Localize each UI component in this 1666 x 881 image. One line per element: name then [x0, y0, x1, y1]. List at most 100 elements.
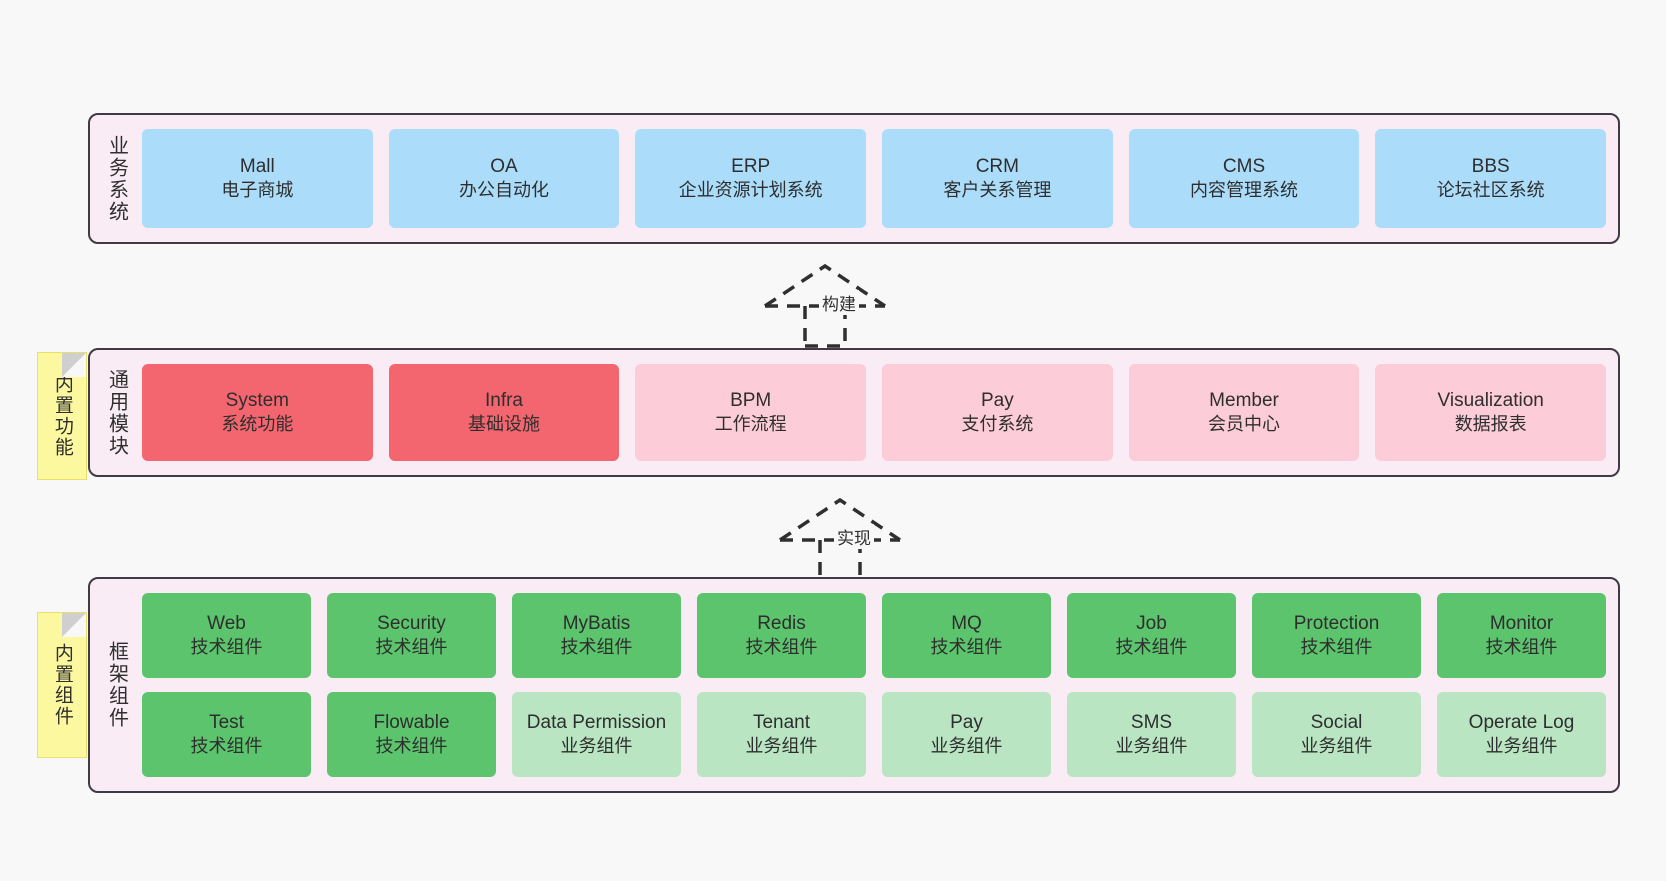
card-title: CRM — [975, 155, 1019, 177]
card-security[interactable]: Security 技术组件 — [327, 593, 496, 678]
layer-cards-common-modules: System 系统功能 Infra 基础设施 BPM 工作流程 Pay 支付系统… — [142, 350, 1618, 475]
layer-label-common-modules: 通用模块 — [105, 368, 128, 457]
card-crm[interactable]: CRM 客户关系管理 — [882, 129, 1113, 228]
card-title: Data Permission — [526, 711, 667, 733]
card-subtitle: 技术组件 — [1485, 637, 1558, 658]
card-protection[interactable]: Protection 技术组件 — [1252, 593, 1421, 678]
card-title: MQ — [951, 612, 982, 634]
card-row: System 系统功能 Infra 基础设施 BPM 工作流程 Pay 支付系统… — [142, 364, 1607, 461]
card-subtitle: 基础设施 — [468, 414, 540, 435]
card-title: Mall — [239, 155, 275, 177]
card-subtitle: 技术组件 — [190, 736, 263, 757]
layer-cards-business-systems: Mall 电子商城 OA 办公自动化 ERP 企业资源计划系统 CRM 客户关系… — [142, 115, 1618, 242]
card-tenant[interactable]: Tenant 业务组件 — [697, 692, 866, 777]
connector-build: 构建 — [757, 258, 907, 348]
arrowhead-triangle — [779, 497, 901, 542]
connector-implement: 实现 — [772, 492, 922, 582]
card-mybatis[interactable]: MyBatis 技术组件 — [512, 593, 681, 678]
card-subtitle: 内容管理系统 — [1190, 180, 1299, 201]
card-bpm[interactable]: BPM 工作流程 — [635, 364, 867, 461]
card-pay-business[interactable]: Pay 业务组件 — [882, 692, 1051, 777]
card-title: Tenant — [752, 711, 811, 733]
card-title: Visualization — [1437, 389, 1544, 411]
card-title: Monitor — [1489, 612, 1554, 634]
card-flowable[interactable]: Flowable 技术组件 — [327, 692, 496, 777]
card-title: SMS — [1130, 711, 1173, 733]
card-title: Job — [1136, 612, 1167, 634]
card-title: Flowable — [373, 711, 450, 733]
card-title: CMS — [1222, 155, 1266, 177]
card-system[interactable]: System 系统功能 — [142, 364, 373, 461]
card-subtitle: 论坛社区系统 — [1436, 180, 1545, 201]
sticky-note-builtin-features: 内置功能 — [37, 352, 87, 480]
card-title: ERP — [731, 155, 771, 177]
card-bbs[interactable]: BBS 论坛社区系统 — [1375, 129, 1607, 228]
card-title: MyBatis — [562, 612, 631, 634]
card-mq[interactable]: MQ 技术组件 — [882, 593, 1051, 678]
card-oa[interactable]: OA 办公自动化 — [388, 129, 620, 228]
layer-common-modules: 通用模块 System 系统功能 Infra 基础设施 BPM 工作流程 Pay… — [88, 348, 1620, 477]
layer-framework-components: 框架组件 Web 技术组件 Security 技术组件 MyBatis 技术组件… — [88, 577, 1620, 793]
card-cms[interactable]: CMS 内容管理系统 — [1128, 129, 1360, 228]
card-pay[interactable]: Pay 支付系统 — [882, 364, 1113, 461]
card-subtitle: 支付系统 — [961, 414, 1034, 435]
card-visualization[interactable]: Visualization 数据报表 — [1375, 364, 1607, 461]
sticky-note-builtin-components: 内置组件 — [37, 612, 87, 758]
card-test[interactable]: Test 技术组件 — [142, 692, 311, 777]
card-subtitle: 技术组件 — [560, 637, 633, 658]
card-social[interactable]: Social 业务组件 — [1252, 692, 1421, 777]
card-redis[interactable]: Redis 技术组件 — [697, 593, 866, 678]
card-mall[interactable]: Mall 电子商城 — [142, 129, 373, 228]
layer-business-systems: 业务系统 Mall 电子商城 OA 办公自动化 ERP 企业资源计划系统 CRM… — [88, 113, 1620, 244]
card-title: Pay — [980, 389, 1014, 411]
card-title: BPM — [730, 389, 772, 411]
connector-label-build: 构建 — [819, 290, 859, 315]
card-title: OA — [490, 155, 518, 177]
card-subtitle: 业务组件 — [560, 736, 633, 757]
card-title: Infra — [484, 389, 524, 411]
card-subtitle: 技术组件 — [930, 637, 1003, 658]
card-subtitle: 技术组件 — [1300, 637, 1373, 658]
card-row: Test 技术组件 Flowable 技术组件 Data Permission … — [142, 692, 1606, 777]
card-title: Redis — [757, 612, 806, 634]
card-title: Pay — [950, 711, 983, 733]
card-infra[interactable]: Infra 基础设施 — [388, 364, 620, 461]
card-subtitle: 数据报表 — [1454, 414, 1527, 435]
card-subtitle: 企业资源计划系统 — [678, 180, 823, 201]
card-web[interactable]: Web 技术组件 — [142, 593, 311, 678]
card-subtitle: 客户关系管理 — [943, 180, 1052, 201]
card-subtitle: 业务组件 — [1300, 736, 1373, 757]
layer-label-framework-components: 框架组件 — [105, 641, 128, 729]
card-subtitle: 电子商城 — [221, 180, 294, 201]
connector-label-implement: 实现 — [834, 524, 874, 549]
card-data-permission[interactable]: Data Permission 业务组件 — [512, 692, 681, 777]
card-subtitle: 技术组件 — [745, 637, 818, 658]
card-operate-log[interactable]: Operate Log 业务组件 — [1437, 692, 1606, 777]
layer-cards-framework-components: Web 技术组件 Security 技术组件 MyBatis 技术组件 Redi… — [142, 579, 1618, 791]
card-title: BBS — [1471, 155, 1510, 177]
arrowhead-triangle — [764, 263, 886, 308]
card-erp[interactable]: ERP 企业资源计划系统 — [635, 129, 867, 228]
card-sms[interactable]: SMS 业务组件 — [1067, 692, 1236, 777]
card-title: Security — [377, 612, 446, 634]
card-row: Mall 电子商城 OA 办公自动化 ERP 企业资源计划系统 CRM 客户关系… — [142, 129, 1607, 228]
card-subtitle: 技术组件 — [375, 637, 448, 658]
card-subtitle: 办公自动化 — [459, 180, 549, 201]
card-title: Web — [207, 612, 246, 634]
card-member[interactable]: Member 会员中心 — [1128, 364, 1360, 461]
card-monitor[interactable]: Monitor 技术组件 — [1437, 593, 1606, 678]
card-subtitle: 业务组件 — [930, 736, 1003, 757]
card-title: Member — [1209, 389, 1279, 411]
card-subtitle: 业务组件 — [745, 736, 818, 757]
card-title: Test — [209, 711, 244, 733]
card-title: Social — [1310, 711, 1363, 733]
card-title: Operate Log — [1468, 711, 1575, 733]
card-subtitle: 技术组件 — [375, 736, 448, 757]
card-subtitle: 系统功能 — [221, 414, 294, 435]
card-job[interactable]: Job 技术组件 — [1067, 593, 1236, 678]
card-subtitle: 业务组件 — [1485, 736, 1558, 757]
card-title: System — [225, 389, 290, 411]
card-subtitle: 技术组件 — [1115, 637, 1188, 658]
card-subtitle: 会员中心 — [1208, 414, 1281, 435]
